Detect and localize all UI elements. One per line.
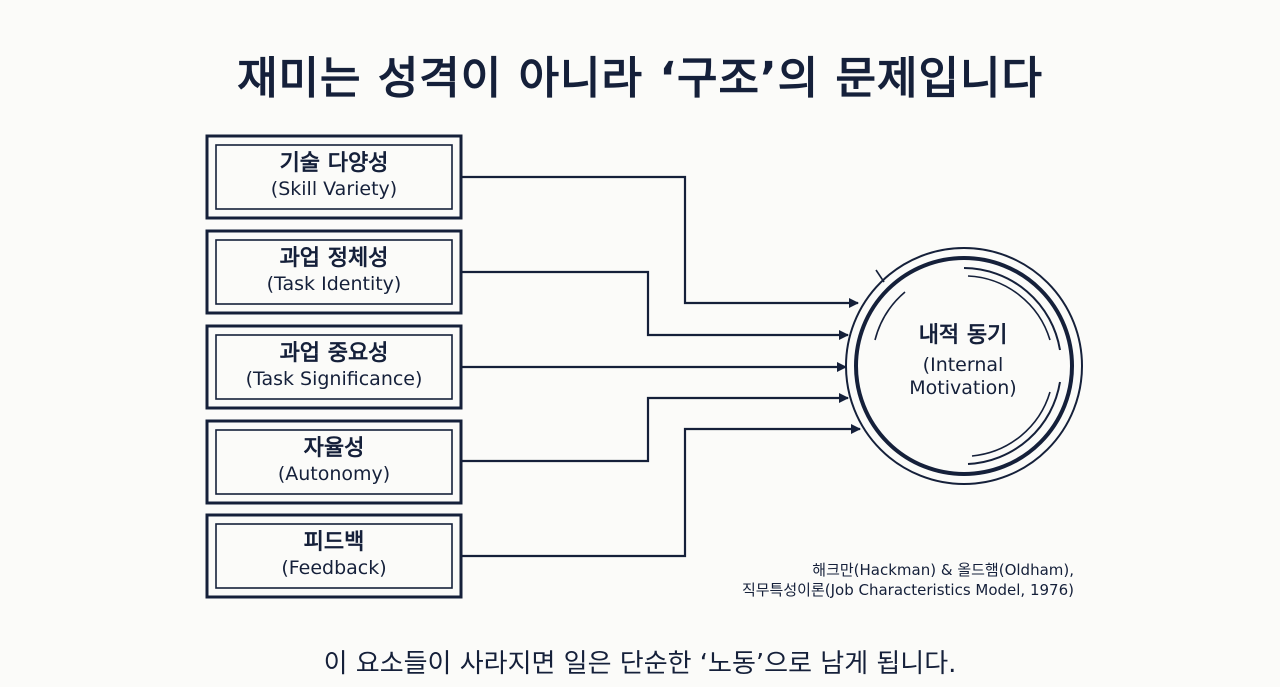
citation: 해크만(Hackman) & 올드햄(Oldham), 직무특성이론(Job C… xyxy=(742,561,1074,600)
factor-label-task-significance: 과업 중요성 (Task Significance) xyxy=(216,340,452,391)
factor-subtitle: (Feedback) xyxy=(281,556,387,579)
outcome-subtitle-line1: (Internal xyxy=(922,353,1004,376)
connector-skill-variety xyxy=(461,175,859,308)
factor-subtitle: (Skill Variety) xyxy=(270,177,398,200)
factor-label-autonomy: 자율성 (Autonomy) xyxy=(216,435,452,486)
factor-label-task-identity: 과업 정체성 (Task Identity) xyxy=(216,245,452,296)
citation-line2: 직무특성이론(Job Characteristics Model, 1976) xyxy=(741,580,1074,599)
factor-label-skill-variety: 기술 다양성 (Skill Variety) xyxy=(216,150,452,201)
footer-caption: 이 요소들이 사라지면 일은 단순한 ‘노동’으로 남게 됩니다. xyxy=(323,649,957,679)
factor-subtitle: (Autonomy) xyxy=(277,462,391,485)
citation-line1: 해크만(Hackman) & 올드햄(Oldham), xyxy=(812,561,1074,579)
motivation-circle xyxy=(845,247,1083,485)
outcome-label: 내적 동기 (Internal Motivation) xyxy=(885,322,1041,401)
factor-title: 기술 다양성 xyxy=(279,151,389,176)
outcome-subtitle-line2: Motivation) xyxy=(909,377,1017,400)
factor-title: 과업 정체성 xyxy=(279,246,389,271)
factor-title: 피드백 xyxy=(303,530,365,555)
outcome-title: 내적 동기 xyxy=(918,323,1008,348)
connector-autonomy xyxy=(461,393,849,463)
connector-feedback xyxy=(461,424,861,558)
factor-label-feedback: 피드백 (Feedback) xyxy=(216,529,452,580)
connector-task-identity xyxy=(461,270,849,340)
page-title: 재미는 성격이 아니라 ‘구조’의 문제입니다 xyxy=(237,53,1043,104)
factor-title: 자율성 xyxy=(303,436,365,461)
factor-subtitle: (Task Identity) xyxy=(266,272,402,295)
factor-subtitle: (Task Significance) xyxy=(245,367,423,390)
factor-title: 과업 중요성 xyxy=(279,341,389,366)
